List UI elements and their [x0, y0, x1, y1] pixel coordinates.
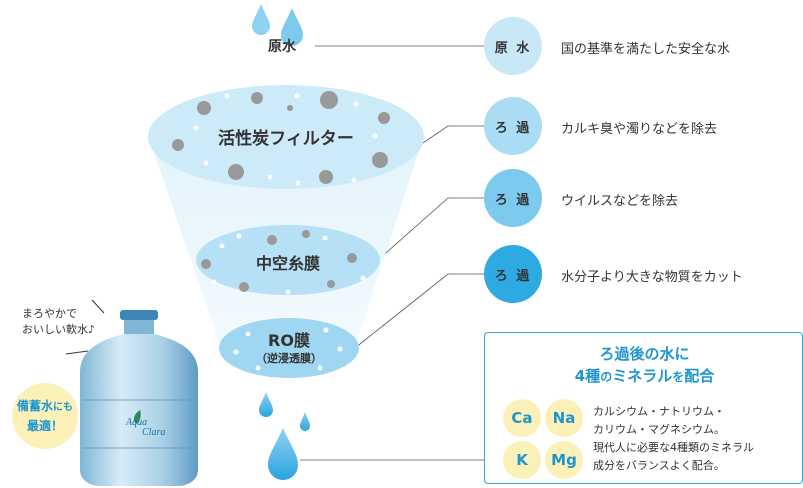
impurity-particles	[172, 91, 390, 292]
minerals-description: カルシウム・ナトリウム・ カリウム・マグネシウム。 現代人に必要な4種類のミネラ…	[593, 405, 754, 472]
connector-line	[419, 125, 484, 146]
mineral-badge-na: Na	[545, 399, 583, 437]
tagline-tick	[91, 299, 105, 314]
water-bottle	[80, 310, 198, 486]
step-desc-filter-1: カルキ臭や濁りなどを除去	[561, 122, 718, 137]
step-circle-filter-2: ろ 過	[484, 169, 542, 227]
mineral-badge-ca: Ca	[503, 399, 541, 437]
minerals-box: ろ過後の水に 4種のミネラルを配合 Ca Na K Mg カルシウム・ナトリウム…	[484, 332, 803, 484]
step-desc-filter-3: 水分子より大きな物質をカット	[561, 270, 743, 285]
step-circle-filter-1: ろ 過	[484, 97, 542, 155]
connector-line	[377, 197, 484, 261]
hollow-fiber-layer	[196, 225, 380, 295]
step-desc-filter-2: ウイルスなどを除去	[561, 194, 679, 209]
bottle-tagline: まろやかで おいしい軟水♪	[22, 307, 96, 336]
step-desc-raw: 国の基準を満たした安全な水	[561, 42, 731, 57]
filtered-drop-icon	[300, 412, 310, 431]
connector-line	[354, 273, 484, 349]
minerals-title-line2: 4種のミネラルを配合	[574, 367, 715, 385]
raw-water-drop-icon	[281, 8, 303, 46]
raw-water-drop-icon	[252, 4, 270, 35]
ro-membrane-layer	[219, 318, 359, 378]
raw-water-label: 原水	[268, 39, 296, 55]
hollow-fiber-label: 中空糸膜	[255, 254, 320, 273]
mineral-badge-k: K	[503, 441, 541, 479]
minerals-title-line1: ろ過後の水に	[599, 345, 690, 363]
step-circle-raw: 原 水	[484, 17, 542, 75]
filtered-drop-icon	[268, 428, 298, 480]
activated-carbon-label: 活性炭フィルター	[218, 129, 354, 149]
ro-membrane-sublabel: （逆浸透膜）	[256, 352, 322, 365]
bottle-brand-line2: Clara	[142, 427, 165, 438]
tagline-tick	[65, 350, 89, 355]
filtered-drop-icon	[259, 392, 273, 417]
ro-membrane-label: RO膜	[268, 331, 310, 350]
mineral-badge-mg: Mg	[545, 441, 583, 479]
water-molecules	[193, 93, 378, 371]
emergency-water-bubble: 備蓄水にも 最適！	[12, 383, 78, 449]
step-circle-filter-3: ろ 過	[484, 245, 542, 303]
bottle-brand-line1: Aqua	[125, 417, 147, 428]
activated-carbon-layer	[148, 85, 424, 189]
minerals-title: ろ過後の水に 4種のミネラルを配合	[485, 343, 803, 388]
